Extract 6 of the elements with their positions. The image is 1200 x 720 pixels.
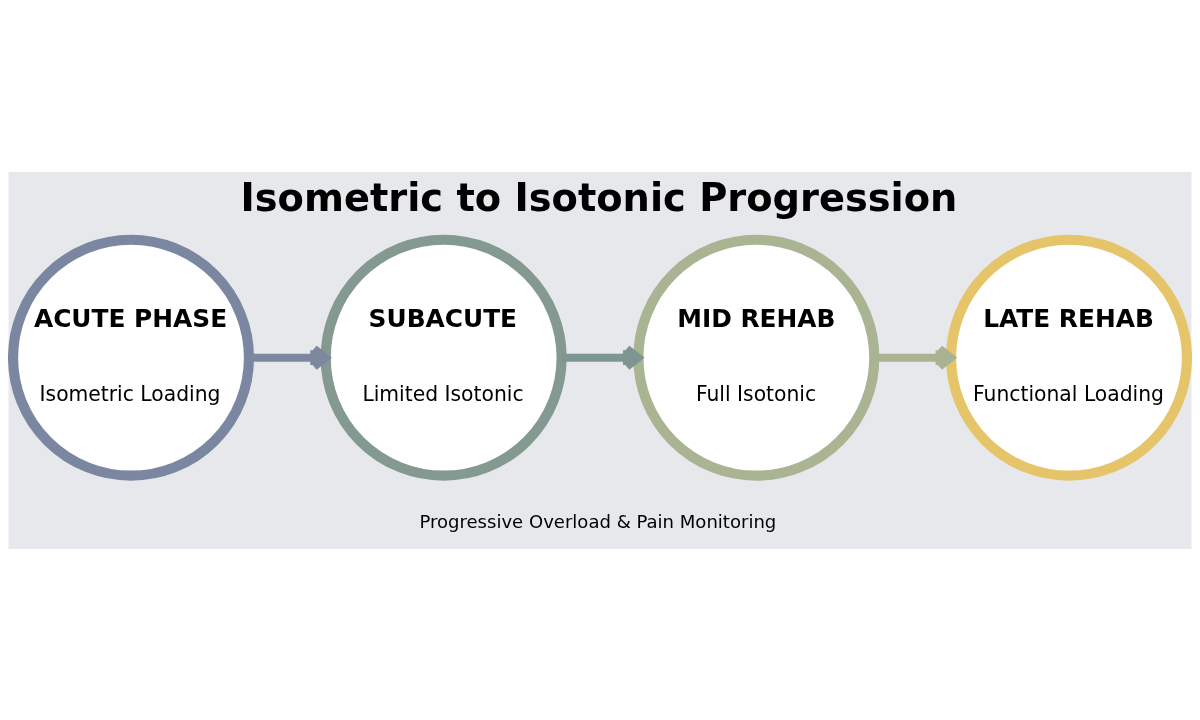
diagram-title: Isometric to Isotonic Progression: [240, 174, 958, 220]
node-circle: LATE REHAB Functional Loading: [945, 234, 1192, 481]
node-circle: MID REHAB Full Isotonic: [633, 234, 880, 481]
node-circle: SUBACUTE Limited Isotonic: [320, 234, 567, 481]
node-circle: ACUTE PHASE Isometric Loading: [8, 234, 255, 481]
label: Progressive Overload & Pain Monitoring: [419, 510, 777, 532]
